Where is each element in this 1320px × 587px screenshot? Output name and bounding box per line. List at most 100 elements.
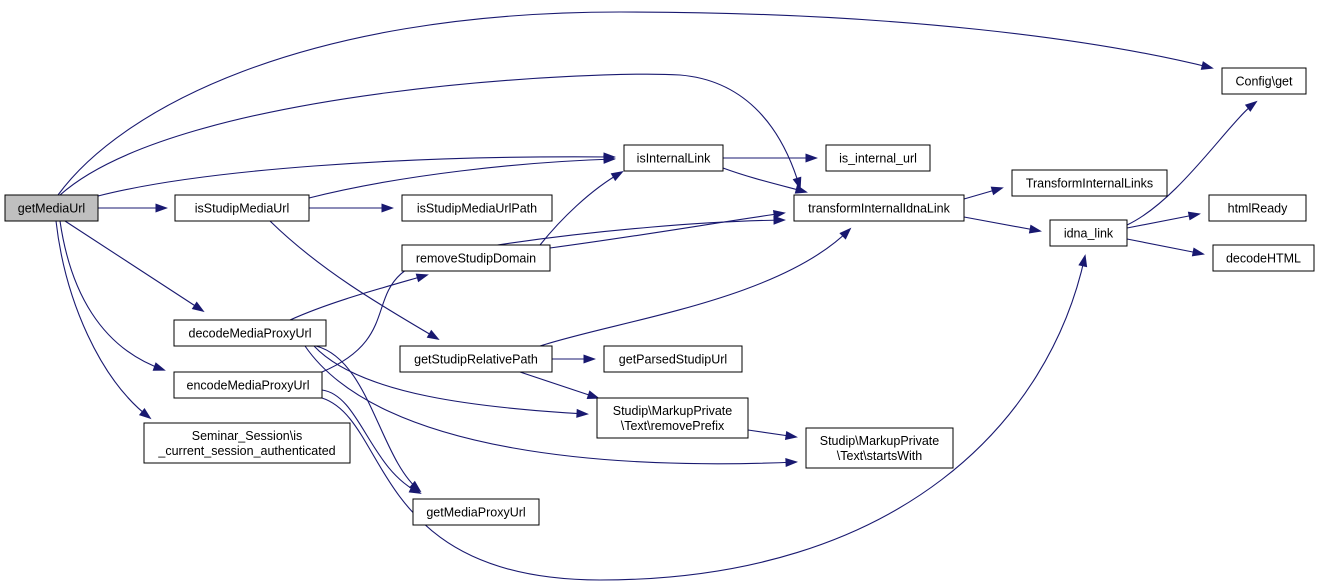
node-label: is_internal_url — [839, 152, 917, 166]
edges-layer — [55, 11, 1258, 581]
node-box — [143, 422, 351, 464]
node-box — [174, 194, 310, 222]
edge-removeStudipDomain-to-isInternalLink — [539, 171, 624, 246]
edge-getMediaUrl-to-seminarSession — [55, 220, 152, 420]
edge-getMediaUrl-to-isInternalLink — [97, 152, 616, 197]
arrowhead-icon — [792, 176, 802, 190]
node-box — [412, 498, 540, 526]
node-getMediaUrl[interactable]: getMediaUrl — [4, 194, 99, 222]
edge-line — [539, 171, 623, 246]
arrowhead-icon — [576, 408, 589, 418]
node-label: decodeHTML — [1226, 252, 1301, 266]
edge-getMediaUrl-to-configGet — [57, 11, 1214, 196]
node-isInternalUrl[interactable]: is_internal_url — [825, 144, 931, 172]
node-decodeHTML[interactable]: decodeHTML — [1212, 244, 1315, 272]
edge-getStudipRelativePath-to-transformInternalIdnaLink — [539, 227, 852, 347]
edge-decodeMediaProxyUrl-to-removePrefix — [313, 345, 589, 418]
arrowhead-icon — [191, 301, 205, 313]
edge-getStudipRelativePath-to-removePrefix — [519, 371, 600, 399]
edge-line — [55, 220, 151, 419]
node-isInternalLink[interactable]: isInternalLink — [623, 144, 724, 172]
arrowhead-icon — [772, 210, 786, 219]
node-getStudipRelativePath[interactable]: getStudipRelativePath — [399, 345, 553, 373]
edge-line — [59, 220, 165, 371]
edge-line — [269, 220, 439, 340]
node-box — [1212, 244, 1315, 272]
edge-isInternalLink-to-isInternalUrl — [723, 153, 818, 163]
arrowhead-icon — [415, 273, 429, 283]
edge-encodeMediaProxyUrl-to-getMediaProxyUrl — [321, 389, 422, 494]
arrowhead-icon — [603, 154, 616, 164]
edge-line — [1126, 213, 1200, 229]
node-label: encodeMediaProxyUrl — [187, 379, 310, 393]
node-idnaLink[interactable]: idna_link — [1049, 219, 1128, 247]
arrowhead-icon — [1244, 100, 1258, 112]
edge-isStudipMediaUrl-to-isInternalLink — [308, 154, 616, 199]
node-label: htmlReady — [1228, 202, 1288, 216]
node-box — [825, 144, 931, 172]
node-encodeMediaProxyUrl[interactable]: encodeMediaProxyUrl — [173, 371, 323, 399]
arrowhead-icon — [839, 227, 852, 240]
arrowhead-icon — [408, 484, 422, 494]
node-label: transformInternalIdnaLink — [808, 202, 950, 216]
arrowhead-icon — [155, 203, 168, 213]
edge-decodeMediaProxyUrl-to-removeStudipDomain — [289, 273, 429, 321]
node-label: Studip\MarkupPrivate — [820, 434, 940, 448]
edge-getStudipRelativePath-to-getParsedStudipUrl — [552, 354, 596, 364]
node-configGet[interactable]: Config\get — [1221, 67, 1307, 95]
edge-line — [97, 156, 615, 197]
arrowhead-icon — [1200, 61, 1214, 70]
node-isStudipMediaUrl[interactable]: isStudipMediaUrl — [174, 194, 310, 222]
arrowhead-icon — [1191, 247, 1205, 257]
edge-line — [59, 73, 801, 196]
edge-line — [539, 228, 851, 347]
node-box — [401, 194, 553, 222]
edge-transformInternalIdnaLink-to-idnaLink — [963, 216, 1042, 234]
edge-line — [549, 212, 785, 249]
node-getMediaProxyUrl[interactable]: getMediaProxyUrl — [412, 498, 540, 526]
edge-removePrefix-to-startsWith — [747, 429, 798, 440]
node-label: isStudipMediaUrlPath — [417, 202, 537, 216]
edge-line — [1126, 238, 1204, 255]
edge-transformInternalIdnaLink-to-transformInternalLinks — [963, 186, 1004, 200]
arrowhead-icon — [805, 153, 818, 163]
node-transformInternalLinks[interactable]: TransformInternalLinks — [1011, 169, 1168, 197]
node-label: \Text\startsWith — [837, 449, 922, 463]
node-isStudipMediaUrlPath[interactable]: isStudipMediaUrlPath — [401, 194, 553, 222]
edge-getMediaUrl-to-transformInternalIdnaLink — [59, 73, 802, 196]
node-startsWith[interactable]: Studip\MarkupPrivate\Text\startsWith — [805, 427, 954, 469]
node-seminarSession[interactable]: Seminar_Session\is_current_session_authe… — [143, 422, 351, 464]
node-decodeMediaProxyUrl[interactable]: decodeMediaProxyUrl — [173, 319, 327, 347]
node-box — [805, 427, 954, 469]
node-label: Config\get — [1236, 75, 1294, 89]
node-box — [1049, 219, 1128, 247]
edge-line — [289, 274, 428, 321]
node-label: removeStudipDomain — [416, 252, 536, 266]
node-label: getParsedStudipUrl — [619, 353, 727, 367]
arrowhead-icon — [794, 184, 808, 194]
node-label: getMediaUrl — [18, 202, 85, 216]
edge-line — [315, 345, 421, 492]
edge-line — [321, 255, 1086, 581]
edge-getMediaUrl-to-isStudipMediaUrl — [98, 203, 168, 213]
node-box — [596, 397, 749, 439]
arrowhead-icon — [784, 431, 798, 440]
node-box — [1011, 169, 1168, 197]
node-htmlReady[interactable]: htmlReady — [1208, 194, 1307, 222]
node-removePrefix[interactable]: Studip\MarkupPrivate\Text\removePrefix — [596, 397, 749, 439]
nodes-layer: getMediaUrl isStudipMediaUrl decodeMediaPr… — [4, 67, 1315, 526]
edge-line — [57, 11, 1213, 196]
arrowhead-icon — [773, 215, 786, 225]
node-box — [1208, 194, 1307, 222]
arrowhead-icon — [586, 390, 600, 399]
arrowhead-icon — [990, 186, 1004, 196]
node-transformInternalIdnaLink[interactable]: transformInternalIdnaLink — [793, 194, 965, 222]
arrowhead-icon — [610, 171, 624, 182]
node-removeStudipDomain[interactable]: removeStudipDomain — [401, 244, 551, 272]
node-box — [793, 194, 965, 222]
edge-removeStudipDomain-to-transformInternalIdnaLink — [549, 210, 786, 249]
arrowhead-icon — [583, 354, 596, 364]
node-getParsedStudipUrl[interactable]: getParsedStudipUrl — [603, 345, 743, 373]
edge-line — [321, 389, 421, 494]
